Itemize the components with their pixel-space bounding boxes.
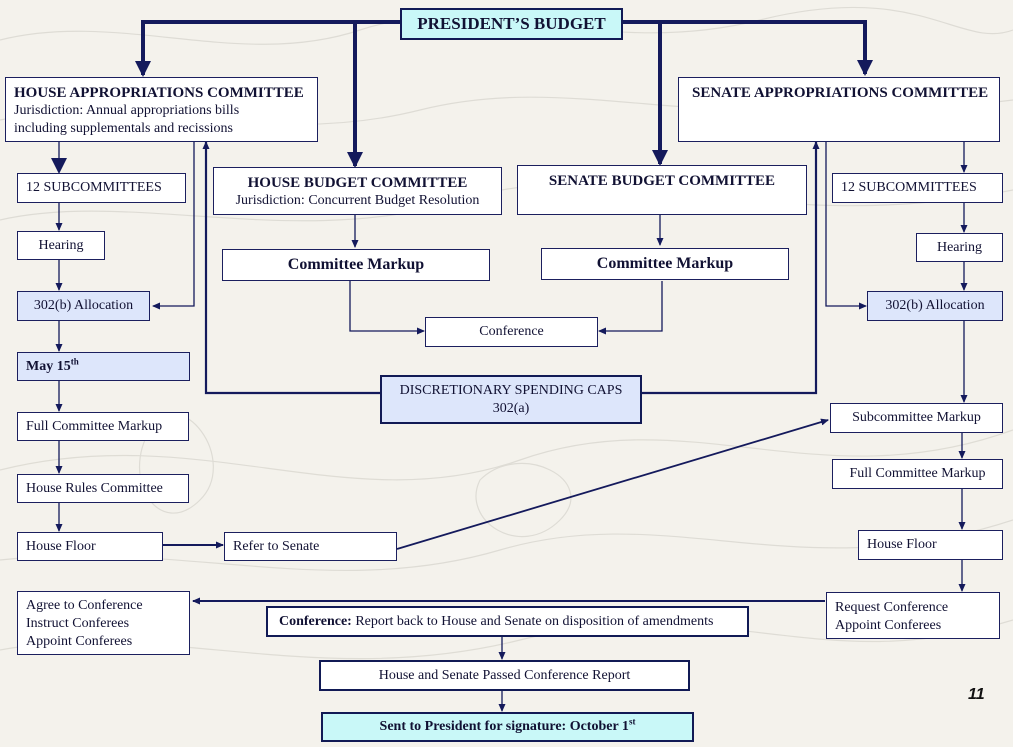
senate-hearing-label: Hearing — [936, 240, 983, 255]
senate-full-committee-markup: Full Committee Markup — [832, 459, 1003, 489]
senate-budget-markup-label: Committee Markup — [596, 255, 734, 272]
house-hearing-label: Hearing — [38, 238, 84, 253]
house-floor-right-label: House Floor — [867, 537, 937, 552]
agree-line-3: Appoint Conferees — [26, 634, 133, 649]
conference-report-label: Conference: — [279, 614, 352, 629]
house-subcommittees-label: 12 SUBCOMMITTEES — [26, 180, 162, 195]
budget-conference-label: Conference — [479, 324, 544, 339]
agree-line-1: Agree to Conference — [26, 598, 143, 613]
house-budget-committee-markup: Committee Markup — [222, 249, 490, 281]
conference-report-box: Conference: Report back to House and Sen… — [266, 606, 749, 637]
request-conference: Request Conference Appoint Conferees — [826, 592, 1000, 639]
house-appropriations-jurisdiction-1: Jurisdiction: Annual appropriations bill… — [14, 103, 240, 118]
caps-title: DISCRETIONARY SPENDING CAPS — [399, 383, 623, 398]
presidents-budget-title: PRESIDENT’S BUDGET — [417, 14, 606, 33]
senate-budget-committee-markup: Committee Markup — [541, 248, 789, 280]
senate-subcommittee-markup: Subcommittee Markup — [830, 403, 1003, 433]
page-number: 11 — [968, 686, 985, 703]
house-rules-label: House Rules Committee — [26, 481, 163, 496]
may-15-label: May 15th — [26, 356, 79, 374]
house-budget-markup-label: Committee Markup — [287, 256, 425, 273]
house-budget-jurisdiction: Jurisdiction: Concurrent Budget Resoluti… — [235, 193, 480, 208]
senate-302b-label: 302(b) Allocation — [885, 298, 985, 313]
house-full-markup-label: Full Committee Markup — [26, 419, 163, 434]
presidents-budget-box: PRESIDENT’S BUDGET — [400, 8, 623, 40]
house-appropriations-jurisdiction-2: including supplementals and recissions — [14, 121, 233, 136]
house-full-committee-markup: Full Committee Markup — [17, 412, 189, 441]
senate-302b-allocation: 302(b) Allocation — [867, 291, 1003, 321]
refer-to-senate: Refer to Senate — [224, 532, 397, 561]
senate-appropriations-title: SENATE APPROPRIATIONS COMMITTEE — [692, 85, 989, 101]
house-budget-committee: HOUSE BUDGET COMMITTEE Jurisdiction: Con… — [213, 167, 502, 215]
may-15-deadline: May 15th — [17, 352, 190, 381]
house-floor-right: House Floor — [858, 530, 1003, 560]
house-appropriations-title: HOUSE APPROPRIATIONS COMMITTEE — [14, 85, 304, 101]
budget-conference-box: Conference — [425, 317, 598, 347]
house-budget-title: HOUSE BUDGET COMMITTEE — [247, 175, 468, 191]
senate-hearing: Hearing — [916, 233, 1003, 262]
house-302b-label: 302(b) Allocation — [33, 298, 134, 313]
house-rules-committee: House Rules Committee — [17, 474, 189, 503]
agree-to-conference: Agree to Conference Instruct Conferees A… — [17, 591, 190, 655]
senate-full-markup-label: Full Committee Markup — [849, 466, 986, 481]
agree-line-2: Instruct Conferees — [26, 616, 130, 631]
discretionary-spending-caps: DISCRETIONARY SPENDING CAPS 302(a) — [380, 375, 642, 424]
passed-conference-label: House and Senate Passed Conference Repor… — [378, 668, 631, 683]
caps-code: 302(a) — [492, 401, 530, 416]
house-appropriations-committee: HOUSE APPROPRIATIONS COMMITTEE Jurisdict… — [5, 77, 318, 142]
refer-to-senate-label: Refer to Senate — [233, 539, 320, 554]
house-floor-left-label: House Floor — [26, 539, 96, 554]
senate-subcommittees-label: 12 SUBCOMMITTEES — [841, 180, 977, 195]
senate-budget-committee: SENATE BUDGET COMMITTEE — [517, 165, 807, 215]
senate-appropriations-committee: SENATE APPROPRIATIONS COMMITTEE — [678, 77, 1000, 142]
senate-budget-title: SENATE BUDGET COMMITTEE — [548, 173, 776, 189]
request-conference-line1: Request Conference — [835, 600, 949, 615]
sent-to-president-label: Sent to President for signature: October… — [379, 716, 636, 734]
house-302b-allocation: 302(b) Allocation — [17, 291, 150, 321]
senate-sub-markup-label: Subcommittee Markup — [852, 410, 981, 425]
conference-report-text: Report back to House and Senate on dispo… — [351, 614, 714, 629]
passed-conference-report: House and Senate Passed Conference Repor… — [319, 660, 690, 691]
house-hearing: Hearing — [17, 231, 105, 260]
senate-subcommittees: 12 SUBCOMMITTEES — [832, 173, 1003, 203]
sent-to-president: Sent to President for signature: October… — [321, 712, 694, 742]
request-conference-line2: Appoint Conferees — [835, 618, 942, 633]
house-subcommittees: 12 SUBCOMMITTEES — [17, 173, 186, 203]
house-floor-left: House Floor — [17, 532, 163, 561]
